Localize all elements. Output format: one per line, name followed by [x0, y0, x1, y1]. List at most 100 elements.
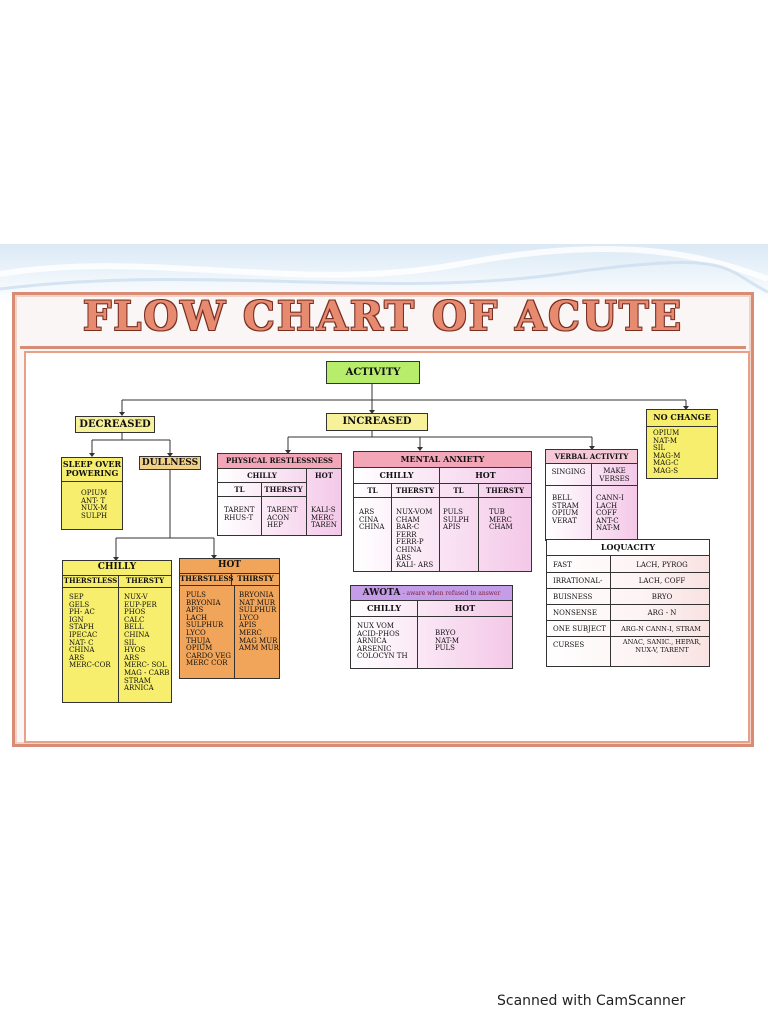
list-item: PH- AC [69, 608, 95, 617]
list-item: OPIUM [653, 429, 680, 437]
loquacity-key: BUISNESS [553, 593, 593, 601]
activity-box: ACTIVITY [326, 361, 420, 384]
list-item: CHAM [489, 523, 513, 532]
page-title: FLOW CHART OF ACUTE [82, 293, 684, 340]
list-item: MERC [239, 628, 262, 637]
list-item: NUX VOM [357, 622, 395, 630]
decorative-wave [0, 246, 768, 294]
awota-chilly-header: CHILLY [351, 601, 418, 617]
list-item: NAT-M [596, 524, 621, 533]
list-item: FERR-P [396, 538, 424, 547]
hot-thirsty-list: BRYONIA NAT MUR SULPHUR LYCO APIS MERC M… [239, 591, 279, 653]
activity-label: ACTIVITY [345, 367, 401, 378]
loquacity-value: LACH, COFF [638, 577, 686, 585]
verbal-verses-label: VERSES [599, 475, 630, 483]
loquacity-label: LOQUACITY [547, 540, 709, 556]
dullness-label: DULLNESS [141, 458, 199, 468]
chilly-thirsty-list: NUX-V EUP-PER PHOS CALC BELL CHINA SIL H… [124, 593, 170, 693]
list-item: NAT-M [653, 436, 678, 445]
sleep-over-label-2: POWERING [65, 468, 119, 478]
list-item: CHINA [396, 545, 422, 554]
list-item: OPIUM [552, 509, 579, 518]
loquacity-value: BRYO [651, 593, 673, 601]
list-item: CARDO VEG [186, 651, 232, 660]
column-divider [234, 586, 235, 679]
list-item: ANT-C [596, 516, 619, 525]
list-item: EUP-PER [124, 600, 157, 609]
list-item: RHUS-T [224, 513, 254, 522]
list-item: ACON [267, 513, 290, 522]
physical-tl-header: TL [218, 483, 262, 497]
verbal-singing-header: SINGING [546, 464, 592, 486]
list-item: ACID-PHOS [357, 629, 400, 638]
row-divider [547, 636, 709, 637]
list-item: BRYO [435, 629, 456, 637]
awota-header: AWOTA - aware when refused to answer [351, 586, 512, 601]
verbal-singing-list: BELL STRAM OPIUM VERAT [552, 494, 579, 525]
list-item: CHINA [124, 630, 150, 639]
list-item: FERR [396, 530, 417, 539]
scanner-watermark: Scanned with CamScanner [497, 993, 686, 1009]
verbal-make-verses-header: MAKE VERSES [591, 464, 638, 486]
list-item: APIS [186, 606, 204, 615]
list-item: BRYONIA [186, 598, 221, 607]
sleep-over-header: SLEEP OVER POWERING [62, 458, 122, 482]
chilly-box: CHILLY THERSTLESS THERSTY SEP GELS PH- A… [62, 560, 172, 703]
physical-restlessness-label: PHYSICAL RESTLESSNESS [218, 454, 341, 469]
list-item: MERC [311, 513, 334, 522]
list-item: NAT MUR [239, 598, 276, 607]
hot-thirstless-list: PULS BRYONIA APIS LACH SULPHUR LYCO THUJ… [186, 591, 232, 668]
list-item: COFF [596, 509, 617, 518]
physical-thirsty-header: THERSTY [261, 483, 307, 497]
mental-tl1-header: TL [354, 484, 392, 498]
list-item: MAG - CARB [124, 668, 170, 677]
hot-thirsty-header: THIRSTY [231, 573, 280, 586]
list-item: MERC COR [186, 659, 228, 668]
list-item: CHINA [359, 523, 385, 532]
list-item: OPIUM [81, 489, 108, 497]
list-item: TAREN [311, 521, 337, 530]
list-item: APIS [443, 523, 461, 532]
list-item: STRAM [552, 501, 579, 510]
list-item: CANN-I [596, 494, 624, 502]
list-item: ARSENIC [357, 644, 392, 653]
row-divider [547, 572, 709, 573]
physical-thirsty-list: TARENT ACON HEP [267, 506, 298, 530]
hot-thirstless-header: THERSTLESS [180, 573, 233, 586]
list-item: IPECAC [69, 630, 98, 639]
loquacity-key: ONE SUBJECT [553, 625, 606, 633]
list-item: SIL [124, 638, 137, 647]
loquacity-key: IRRATIONAL- [553, 577, 603, 585]
list-item: SULPHUR [186, 621, 224, 630]
awota-hot-list: BRYO NAT-M PULS [435, 629, 459, 653]
list-item: STAPH [69, 623, 94, 632]
mental-thirsty1-list: NUX-VOM CHAM BAR-C FERR FERR-P CHINA ARS… [396, 508, 433, 570]
loquacity-value: LACH, PYROG [636, 561, 688, 569]
list-item: HEP [267, 521, 283, 530]
chilly-thirsty-header: THERSTY [118, 575, 172, 588]
column-divider [610, 556, 611, 667]
awota-box: AWOTA - aware when refused to answer CHI… [350, 585, 513, 669]
loquacity-value: ARG-N CANN-I, STRAM [621, 625, 701, 633]
list-item: STRAM [124, 676, 151, 685]
list-item: TARENT [224, 506, 255, 514]
list-item: THUJA [186, 636, 211, 645]
awota-label: AWOTA [362, 588, 401, 598]
list-item: PULS [186, 591, 206, 599]
list-item: BELL [552, 494, 572, 502]
list-item: ARS [396, 553, 412, 562]
list-item: PULS [443, 508, 463, 516]
column-divider [306, 483, 307, 536]
awota-hot-header: HOT [417, 601, 513, 617]
list-item: BAR-C [396, 523, 420, 532]
physical-tl-list: TARENT RHUS-T [224, 506, 255, 522]
mental-thirsty2-list: TUB MERC CHAM [489, 508, 513, 532]
awota-chilly-list: NUX VOM ACID-PHOS ARNICA ARSENIC COLOCYN… [357, 622, 408, 661]
chilly-thirstless-list: SEP GELS PH- AC IGN STAPH IPECAC NAT- C … [69, 593, 111, 670]
list-item: BELL [124, 623, 144, 632]
list-item: SEP [69, 593, 84, 601]
list-item: SULPH [443, 515, 470, 524]
decreased-box: DECREASED [75, 416, 155, 433]
list-item: SULPHUR [239, 606, 277, 615]
